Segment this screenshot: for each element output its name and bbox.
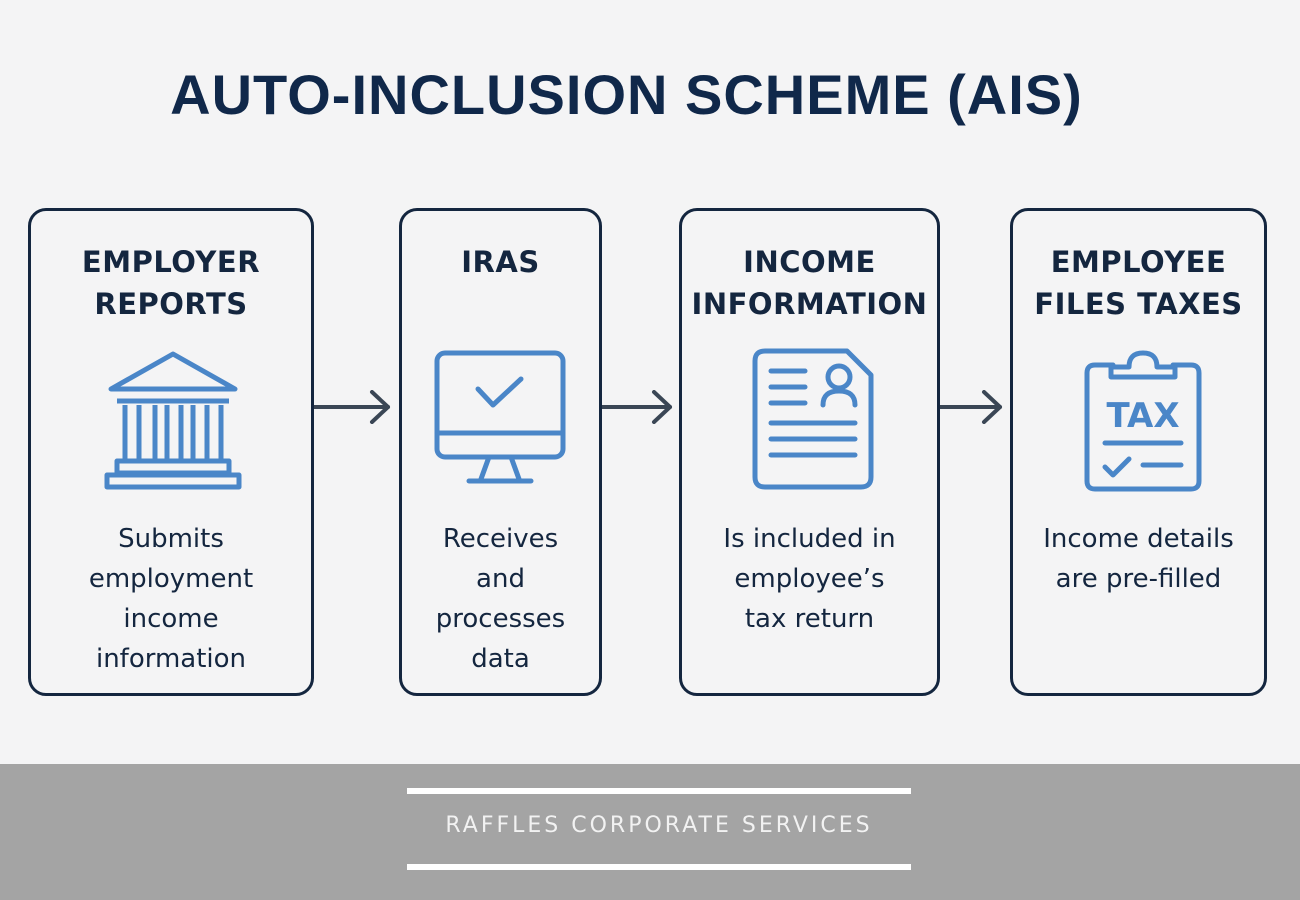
step-description-line: tax return: [744, 604, 875, 634]
step-title-line: INCOME: [743, 245, 876, 279]
step-card-iras: IRAS Receives and processes data: [399, 208, 602, 696]
step-title-line: IRAS: [461, 245, 540, 279]
step-description-line: Income details: [1043, 524, 1234, 554]
page-title: AUTO-INCLUSION SCHEME (AIS): [170, 63, 1083, 126]
document-profile-icon: [752, 348, 874, 490]
step-description-line: are pre-filled: [1055, 564, 1222, 594]
bank-building-icon: [104, 351, 242, 490]
step-description-line: Is included in: [723, 524, 896, 554]
step-card-employer-reports: EMPLOYER REPORTS Submits employment inco…: [28, 208, 314, 696]
step-title-line: EMPLOYEE: [1050, 245, 1227, 279]
step-title-line: FILES TAXES: [1034, 287, 1243, 321]
footer-brand: RAFFLES CORPORATE SERVICES: [445, 813, 873, 838]
step-title-line: INFORMATION: [691, 287, 928, 321]
step-card-employee-files-taxes: EMPLOYEE FILES TAXES TAX Income details …: [1010, 208, 1267, 696]
step-description-line: Submits: [118, 524, 224, 554]
step-description-line: processes: [435, 604, 566, 634]
step-description-line: Receives: [442, 524, 559, 554]
step-title: IRAS: [402, 241, 599, 283]
step-title: EMPLOYEE FILES TAXES: [1013, 241, 1264, 325]
step-description-line: employee’s: [734, 564, 885, 594]
tax-clipboard-icon: TAX: [1084, 350, 1202, 492]
footer-divider-top: [407, 788, 911, 794]
step-title-line: REPORTS: [94, 287, 248, 321]
arrow-right-icon: [940, 390, 1002, 424]
footer-banner: RAFFLES CORPORATE SERVICES: [0, 764, 1300, 900]
step-description: Submits employment income information: [31, 519, 311, 679]
arrow-right-icon: [602, 390, 672, 424]
monitor-check-icon: [434, 350, 566, 484]
step-card-income-information: INCOME INFORMATION Is included in employ…: [679, 208, 940, 696]
step-title: EMPLOYER REPORTS: [31, 241, 311, 325]
arrow-right-icon: [314, 390, 390, 424]
step-description-line: data: [471, 644, 530, 674]
step-title: INCOME INFORMATION: [682, 241, 937, 325]
step-description-line: information: [95, 644, 247, 674]
step-description: Is included in employee’s tax return: [682, 519, 937, 639]
tax-label: TAX: [1106, 396, 1179, 436]
step-description-line: employment: [88, 564, 254, 594]
step-description: Income details are pre-filled: [1013, 519, 1264, 599]
footer-divider-bottom: [407, 864, 911, 870]
step-description-line: income: [123, 604, 219, 634]
step-description-line: and: [476, 564, 525, 594]
step-title-line: EMPLOYER: [81, 245, 261, 279]
step-description: Receives and processes data: [402, 519, 599, 679]
